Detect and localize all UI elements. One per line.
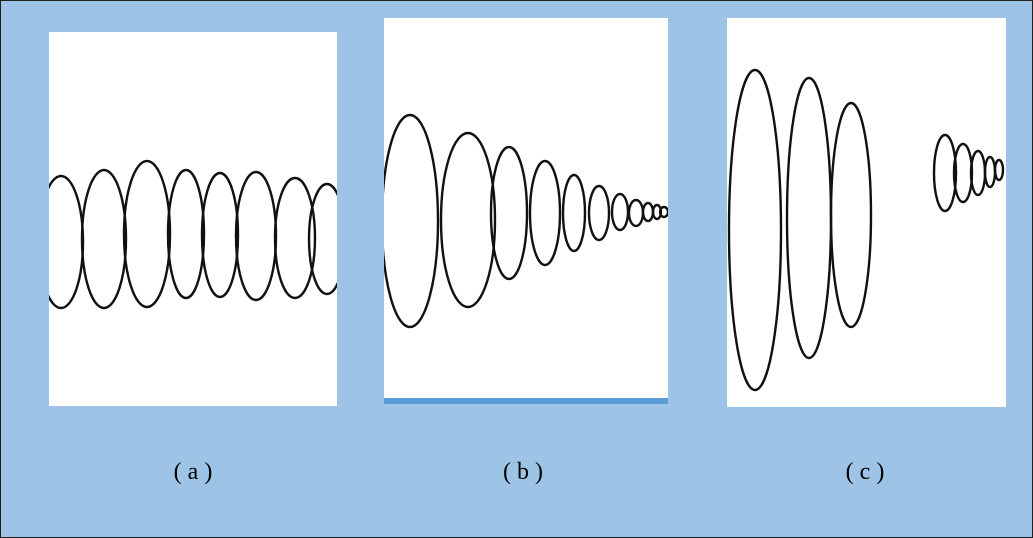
b-bubble-2: [439, 131, 497, 309]
c-bubble-4: [932, 133, 958, 213]
a-bubble-8: [307, 182, 337, 296]
a-bubble-1: [49, 174, 85, 310]
c-bubble-3: [829, 101, 873, 329]
bubble-chain-a: [49, 159, 337, 310]
caption-b: ( b ): [503, 459, 543, 485]
a-bubble-6: [234, 170, 278, 302]
a-bubble-7: [273, 176, 317, 300]
a-bubble-4: [166, 168, 206, 300]
c-bubble-7: [983, 155, 997, 189]
c-bubble-2: [785, 76, 833, 360]
bubble-chain-b: [384, 113, 668, 329]
b-bubble-9: [641, 201, 655, 223]
panel-a-image: [49, 32, 337, 406]
b-bubble-6: [587, 184, 611, 242]
caption-c: ( c ): [845, 459, 885, 485]
b-bubble-7: [610, 192, 630, 232]
c-bubble-1: [727, 68, 783, 392]
caption-a: ( a ): [173, 459, 213, 485]
panel-c-image: [727, 18, 1006, 407]
a-bubble-3: [122, 159, 172, 309]
a-bubble-5: [200, 171, 240, 299]
b-bubble-11: [658, 205, 668, 219]
bubble-chain-c: [727, 68, 1005, 392]
a-bubble-2: [80, 168, 128, 310]
b-bubble-4: [528, 159, 562, 267]
b-bubble-1: [384, 113, 440, 329]
c-bubble-8: [993, 158, 1005, 182]
b-bubble-3: [489, 145, 529, 281]
b-bubble-8: [627, 198, 645, 228]
b-bubble-5: [561, 173, 587, 253]
panel-b-image: [384, 18, 668, 404]
